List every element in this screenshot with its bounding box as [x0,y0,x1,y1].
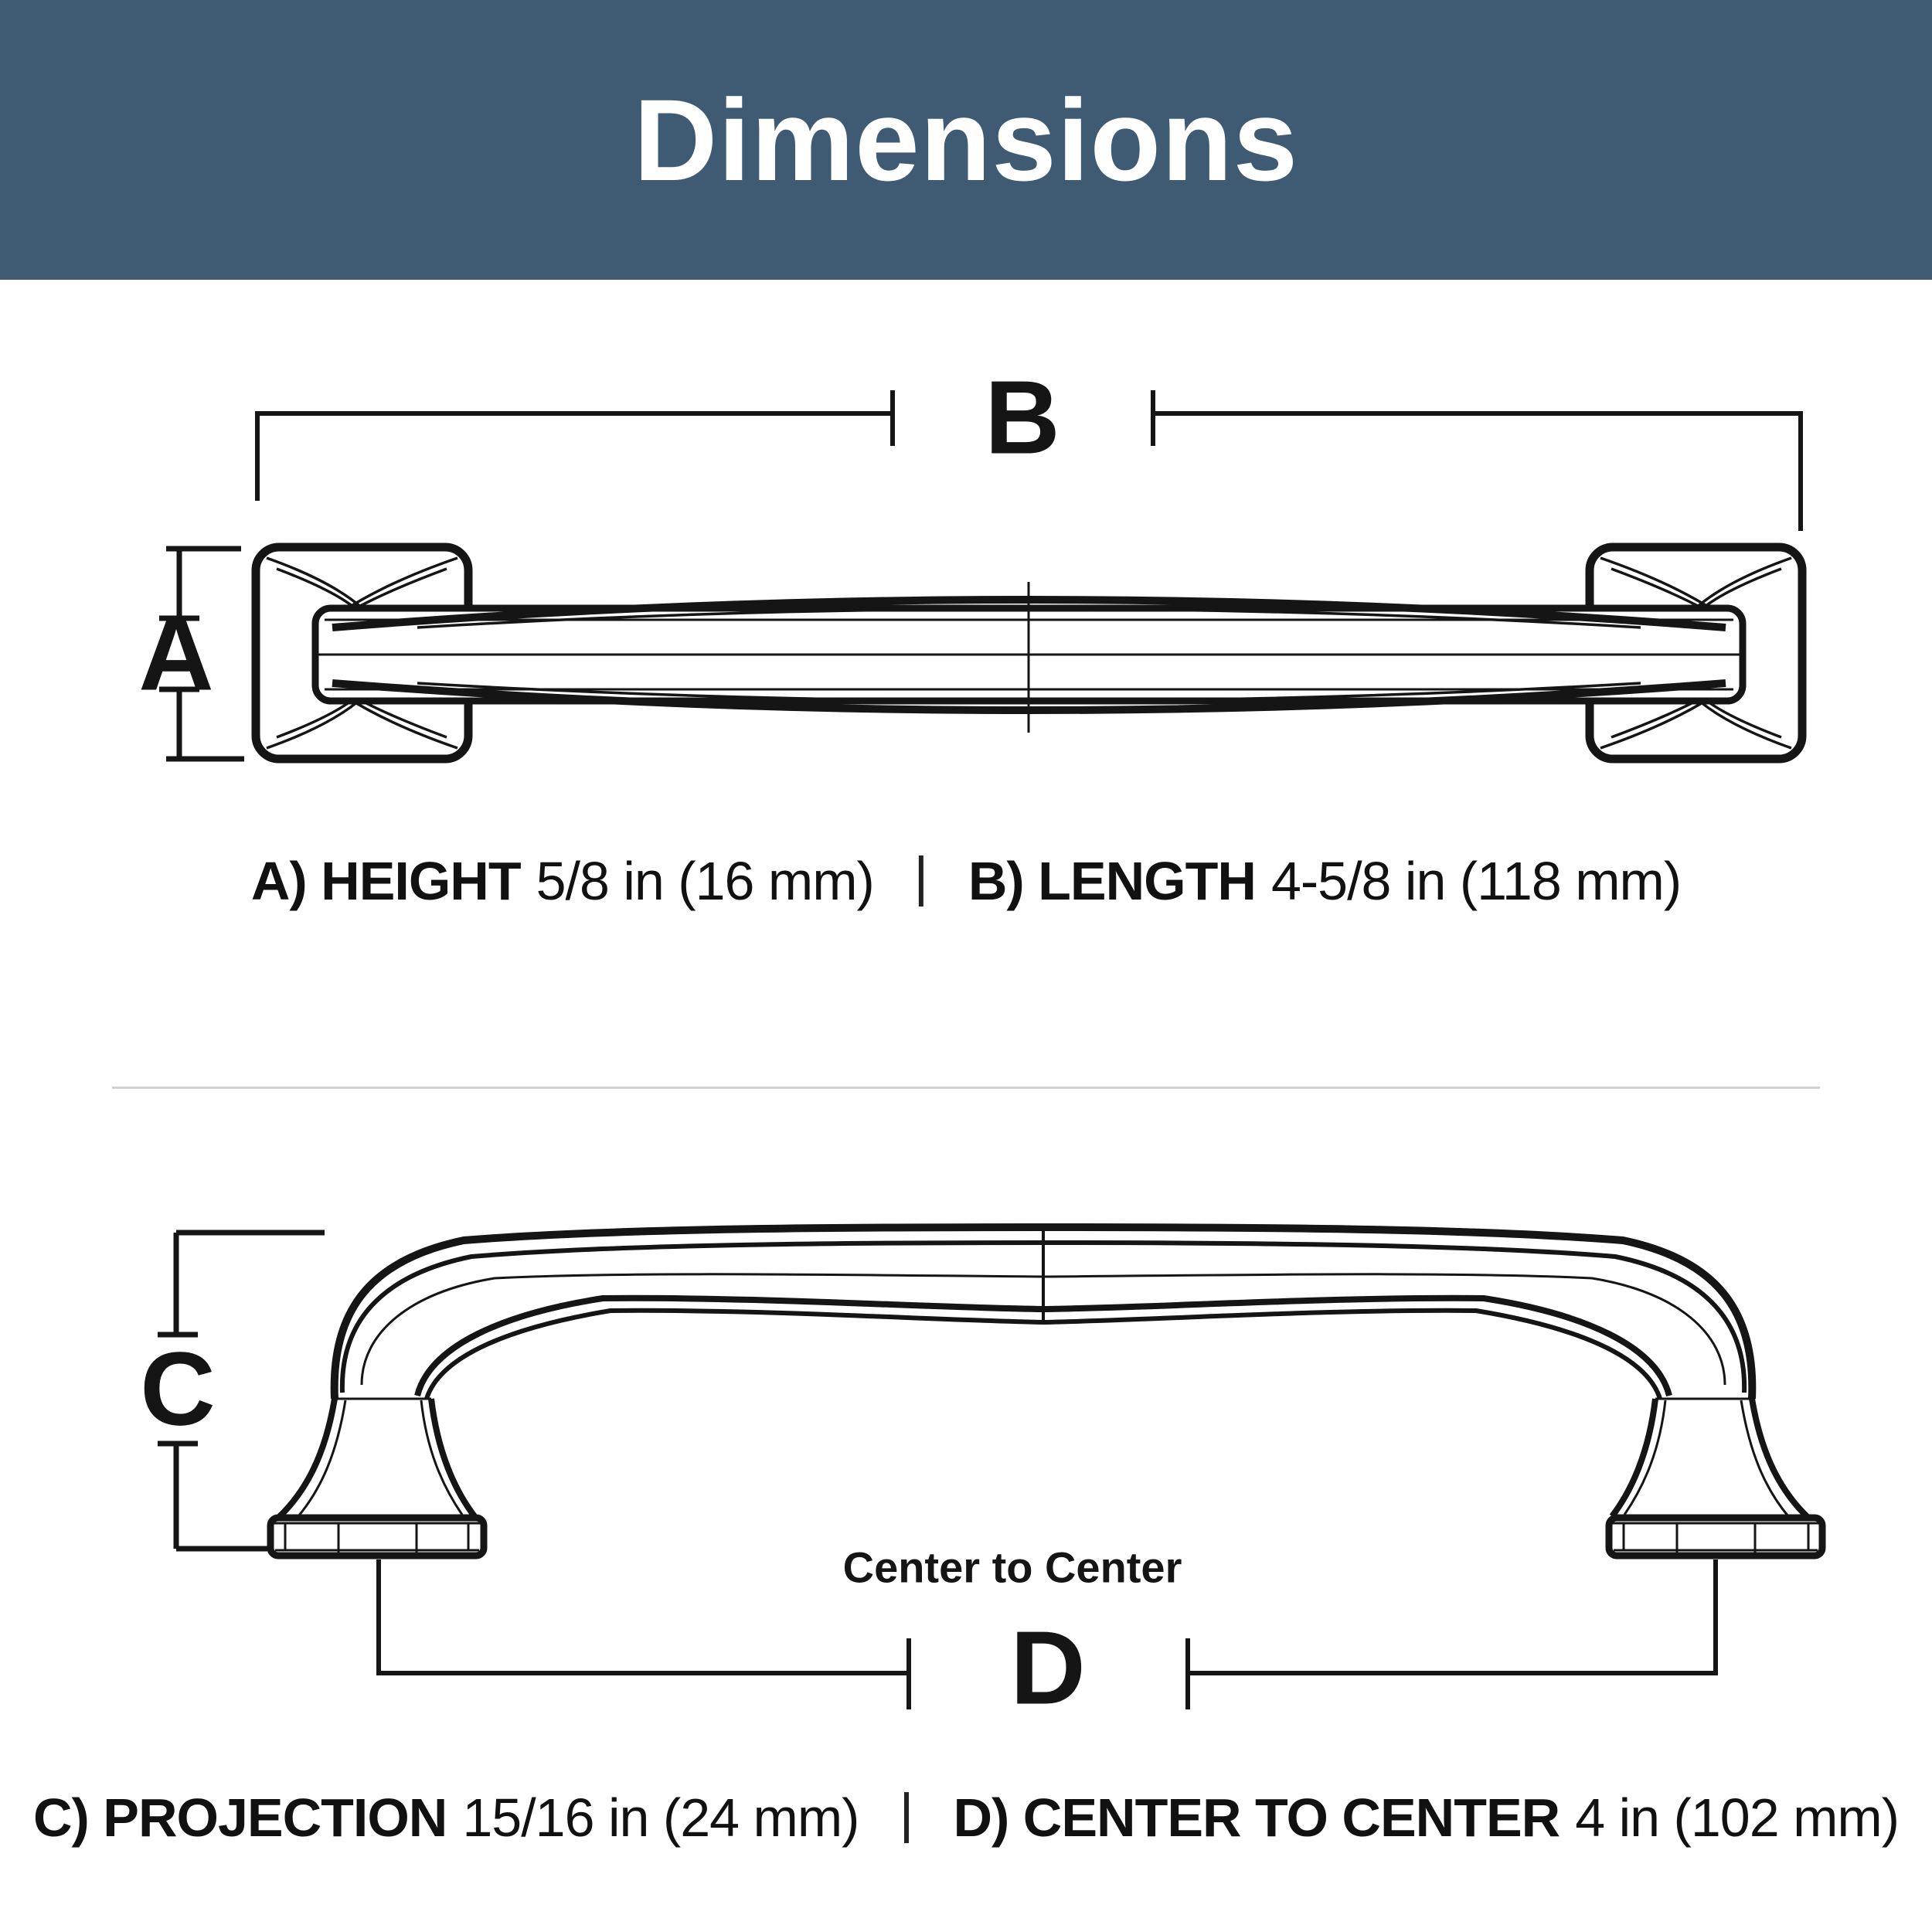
spec-height: A) HEIGHT 5/8 in (16 mm) [250,850,875,912]
spec-separator-icon [903,1792,909,1843]
spec-length-value: 4-5/8 in (118 mm) [1270,851,1682,911]
spec-length: B) LENGTH 4-5/8 in (118 mm) [968,850,1682,912]
center-to-center-label: Center to Center [842,1543,1182,1592]
spec-projection-label: C) PROJECTION [32,1787,447,1848]
dimension-letter-d: D [1010,1609,1086,1726]
spec-projection: C) PROJECTION 15/16 in (24 mm) [32,1787,860,1849]
spec-ctc-value: 4 in (102 mm) [1575,1787,1900,1848]
top-view-drawing [159,390,1807,764]
side-view-drawing [158,1223,1826,1709]
spec-height-value: 5/8 in (16 mm) [536,851,875,911]
spec-center-to-center: D) CENTER TO CENTER 4 in (102 mm) [953,1787,1900,1849]
spec-height-label: A) HEIGHT [250,851,522,911]
spec-row-height-length: A) HEIGHT 5/8 in (16 mm) B) LENGTH 4-5/8… [250,850,1682,912]
spec-projection-value: 15/16 in (24 mm) [462,1787,859,1848]
spec-length-label: B) LENGTH [968,851,1257,911]
dimension-letter-c: C [140,1330,216,1447]
spec-separator-icon [918,855,923,906]
section-divider [112,1087,1820,1089]
page-title: Dimensions [633,74,1299,205]
spec-row-projection-ctc: C) PROJECTION 15/16 in (24 mm) D) CENTER… [32,1787,1900,1849]
dimension-letter-a: A [138,595,214,713]
dimension-letter-b: B [985,359,1060,476]
spec-ctc-label: D) CENTER TO CENTER [953,1787,1560,1848]
header-band: Dimensions [0,0,1932,280]
